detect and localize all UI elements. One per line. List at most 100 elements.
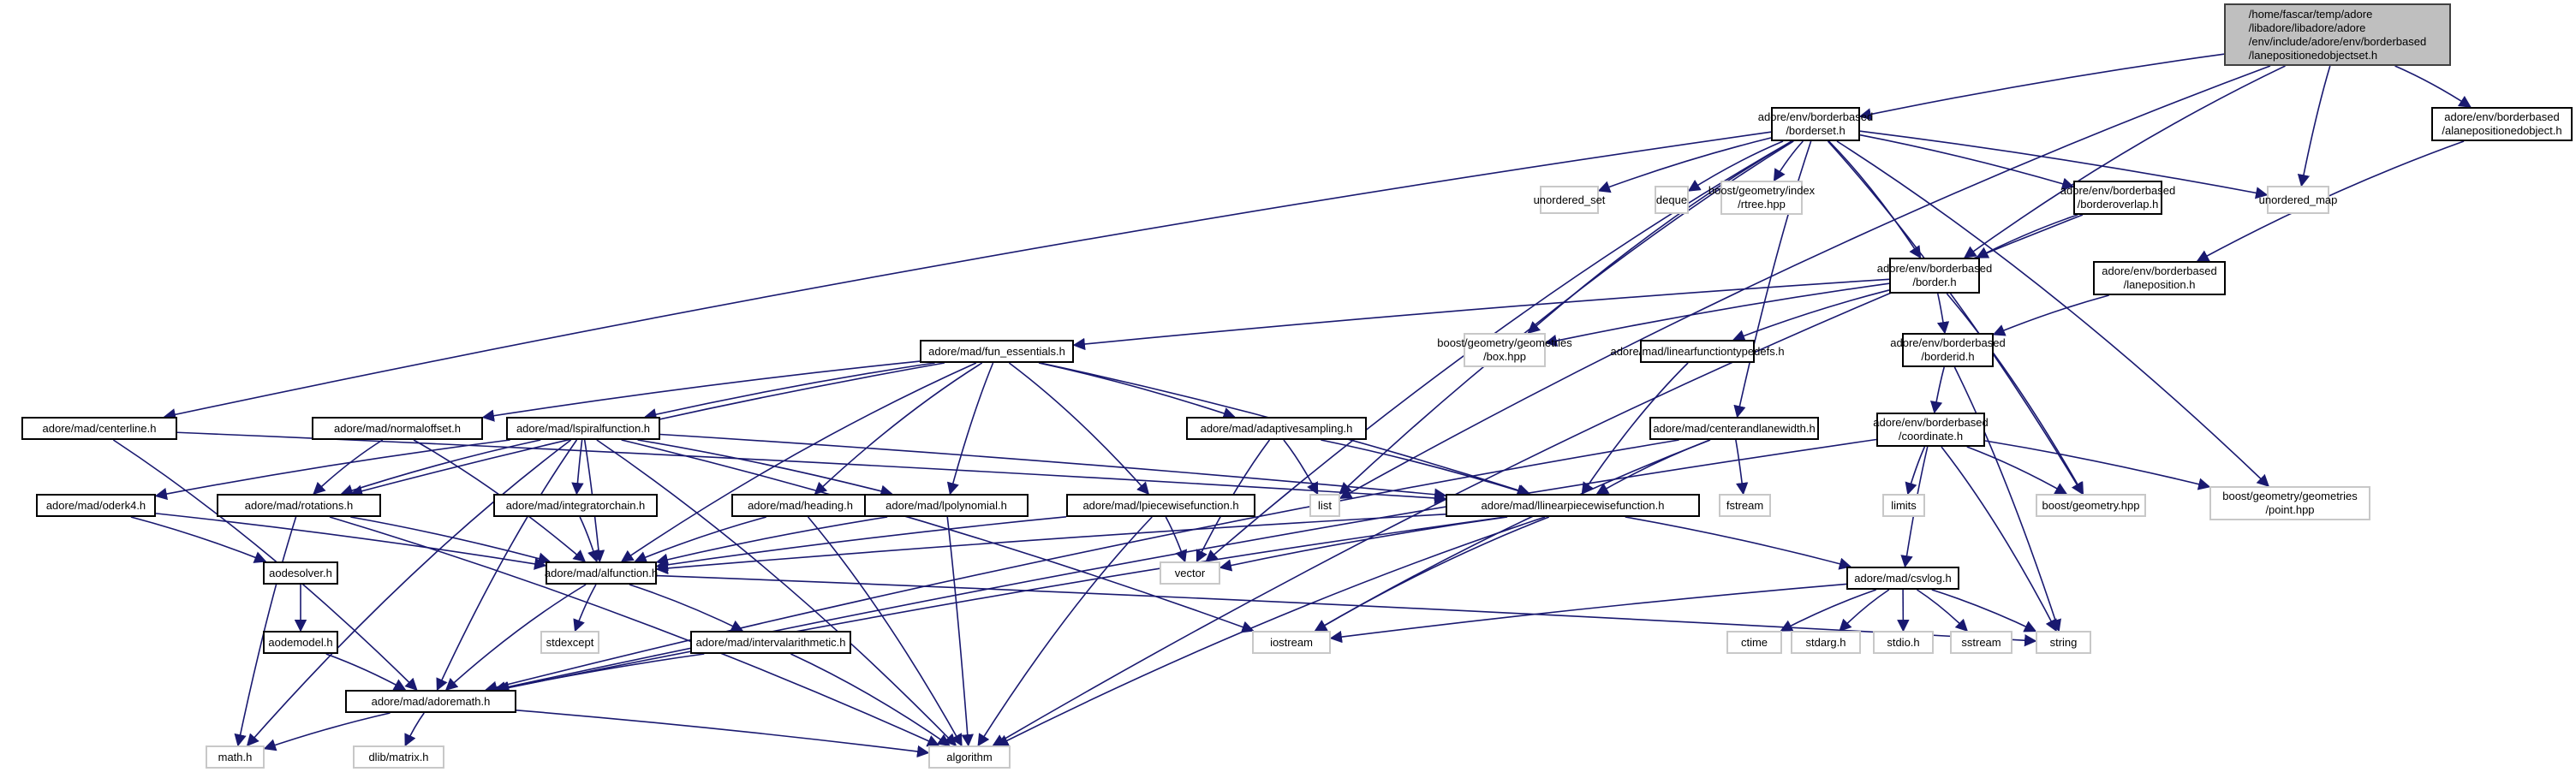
edge-rotations-to-math [234, 516, 297, 747]
edge-lspiral-to-iostream [621, 439, 1255, 633]
edge-alfunction-to-adoremath [444, 584, 587, 691]
node-unordered-map: unordered_map [2259, 186, 2337, 214]
node-lpiecewisefunction-h[interactable]: adore/mad/lpiecewisefunction.h [1066, 494, 1255, 517]
edge-borderset-to-rtree [1773, 140, 1804, 182]
node-deque: deque [1655, 186, 1689, 214]
node-borderset-h[interactable]: adore/env/borderbased /borderset.h [1758, 107, 1873, 141]
edge-intervalarith-to-algorithm [790, 653, 951, 746]
edge-csvlog-to-ctime [1780, 589, 1877, 632]
edge-alfunction-to-stdexcept [573, 584, 597, 633]
edge-coordinate-to-limits [1905, 446, 1926, 496]
node-coordinate-h[interactable]: adore/env/borderbased /coordinate.h [1873, 413, 1989, 447]
node-stdexcept: stdexcept [540, 631, 599, 654]
edge-fun_essentials-to-alfunction [620, 362, 977, 562]
node-aodesolver-h[interactable]: aodesolver.h [263, 561, 338, 585]
edge-llinearpiecewise-to-csvlog [1625, 516, 1852, 570]
node-unordered-set: unordered_set [1534, 186, 1605, 214]
node-string: string [2036, 631, 2091, 654]
edge-alaneposobj-to-laneposition [2196, 140, 2465, 262]
node-borderoverlap-h[interactable]: adore/env/borderbased /borderoverlap.h [2060, 181, 2175, 215]
node-csvlog-h[interactable]: adore/mad/csvlog.h [1846, 567, 1959, 590]
edge-border-to-boostgeometry [1946, 293, 2084, 496]
node-centerandlanewidth-h[interactable]: adore/mad/centerandlanewidth.h [1649, 417, 1819, 440]
edge-rotations-to-algorithm [329, 516, 940, 747]
node-alanepositionedobject-h[interactable]: adore/env/borderbased /alanepositionedob… [2431, 107, 2573, 141]
node-lpolynomial-h[interactable]: adore/mad/lpolynomial.h [864, 494, 1029, 517]
node-linearfunctiontypedefs-h[interactable]: adore/mad/linearfunctiontypedefs.h [1610, 340, 1785, 363]
node-iostream: iostream [1252, 631, 1331, 654]
node-intervalarithmetic-h[interactable]: adore/mad/intervalarithmetic.h [690, 631, 851, 654]
edge-borderid-to-coordinate [1929, 366, 1945, 414]
edge-llinearpiecewise-to-iostream [1314, 516, 1550, 632]
node-point-hpp: boost/geometry/geometries /point.hpp [2209, 486, 2370, 520]
node-heading-h[interactable]: adore/mad/heading.h [731, 494, 869, 517]
edge-border-to-lftypedefs [1732, 289, 1890, 342]
node-boost-geometry-hpp: boost/geometry.hpp [2036, 494, 2146, 517]
edge-border-to-fun_essentials [1072, 278, 1890, 351]
node-box-hpp: boost/geometry/geometries /box.hpp [1437, 333, 1572, 367]
edge-borderset-to-point [1836, 140, 2270, 487]
edge-coordinate-to-string [1941, 446, 2057, 633]
edge-alfunction-to-intervalarith [629, 584, 744, 632]
node-fun-essentials-h[interactable]: adore/mad/fun_essentials.h [920, 340, 1074, 363]
node-rtree-hpp: boost/geometry/index /rtree.hpp [1708, 181, 1815, 215]
edge-root-to-unordered_map [2297, 65, 2331, 187]
edge-borderid-to-string [1953, 366, 2061, 633]
edge-heading-to-algorithm [807, 516, 963, 747]
edge-coordinate-to-point [1984, 440, 2211, 490]
edge-lftypedefs-to-llinearpiecewise [1581, 362, 1689, 496]
edge-borderset-to-deque [1687, 140, 1784, 192]
node-limits: limits [1882, 494, 1925, 517]
edge-coordinate-to-boostgeometry [1966, 446, 2068, 495]
edge-borderset-to-borderoverlap [1859, 134, 2075, 190]
node-rotations-h[interactable]: adore/mad/rotations.h [217, 494, 381, 517]
node-stdio-h: stdio.h [1873, 631, 1934, 654]
edge-laneposition-to-borderid [1992, 294, 2109, 336]
edge-fun_essentials-to-lpolynomial [946, 362, 994, 496]
node-sstream: sstream [1950, 631, 2012, 654]
edge-lspiral-to-math [246, 439, 572, 747]
edge-borderoverlap-to-algorithm [992, 214, 2084, 746]
edge-borderset-to-vector [1205, 140, 1792, 562]
edge-adoremath-to-algorithm [516, 710, 930, 758]
edge-aodemodel-to-adoremath [325, 653, 407, 691]
node-llinearpiecewisefunction-h[interactable]: adore/mad/llinearpiecewisefunction.h [1446, 494, 1700, 517]
edge-csvlog-to-iostream [1329, 583, 1847, 644]
node-adaptivesampling-h[interactable]: adore/mad/adaptivesampling.h [1186, 417, 1367, 440]
node-adoremath-h[interactable]: adore/mad/adoremath.h [345, 690, 516, 713]
edge-lpiecewise-to-algorithm [977, 516, 1153, 747]
edge-borderset-to-boostgeometry [1827, 140, 2084, 496]
node-aodemodel-h[interactable]: aodemodel.h [263, 631, 338, 654]
node-integratorchain-h[interactable]: adore/mad/integratorchain.h [493, 494, 658, 517]
edge-root-to-list [1339, 65, 2271, 499]
edge-root-to-border [1963, 65, 2286, 258]
edge-fun_essentials-to-adaptivesampling [1038, 362, 1236, 419]
edge-borderset-to-centerandlanewidth [1733, 140, 1812, 419]
node-normaloffset-h[interactable]: adore/mad/normaloffset.h [312, 417, 483, 440]
edge-lpolynomial-to-alfunction [655, 516, 888, 566]
edge-normaloffset-to-rotations [313, 439, 384, 495]
node-lspiralfunction-h[interactable]: adore/mad/lspiralfunction.h [506, 417, 660, 440]
edge-fun_essentials-to-lpiecewise [1008, 362, 1150, 496]
node-laneposition-h[interactable]: adore/env/borderbased /laneposition.h [2093, 261, 2226, 295]
node-alfunction-h[interactable]: adore/mad/alfunction.h [545, 561, 658, 585]
node-border-h[interactable]: adore/env/borderbased /border.h [1877, 258, 1992, 294]
edge-rotations-to-alfunction [350, 516, 552, 565]
edge-lpolynomial-to-algorithm [946, 516, 974, 747]
node-borderid-h[interactable]: adore/env/borderbased /borderid.h [1890, 333, 2006, 367]
node-lanepositionedobjectset-h: /home/fascar/temp/adore /libadore/libado… [2224, 3, 2451, 66]
edge-lpiecewise-to-alfunction [655, 516, 1067, 571]
edge-fun_essentials-to-heading [814, 362, 983, 495]
node-algorithm: algorithm [928, 745, 1011, 769]
node-math-h: math.h [206, 745, 265, 769]
edge-centerline-to-llinearpiecewise [176, 431, 1447, 505]
node-centerline-h[interactable]: adore/mad/centerline.h [21, 417, 177, 440]
edge-adoremath-to-math [263, 712, 391, 751]
node-vector: vector [1160, 561, 1220, 585]
node-oderk4-h[interactable]: adore/mad/oderk4.h [36, 494, 156, 517]
edge-lspiral-to-adoremath [436, 439, 578, 692]
edge-lspiral-to-algorithm [596, 439, 957, 747]
edge-adaptivesampling-to-llinearpiecewise [1321, 439, 1530, 497]
edge-integratorchain-to-alfunction [579, 516, 599, 563]
